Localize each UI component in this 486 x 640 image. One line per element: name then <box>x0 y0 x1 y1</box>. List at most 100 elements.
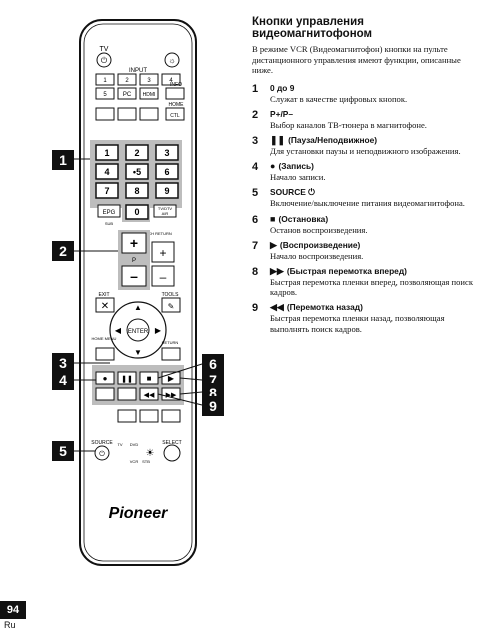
digit-label: •5 <box>133 167 141 177</box>
digit-label: 4 <box>104 167 109 177</box>
enter-button <box>126 318 150 342</box>
item-number: 9 <box>252 302 259 315</box>
svg-text:⏻: ⏻ <box>101 56 108 65</box>
item-title-row: ■(Остановка) <box>270 214 478 225</box>
digit-button[interactable] <box>95 182 119 199</box>
tv-label: TV <box>100 46 109 53</box>
source-led-icon: ☀ <box>146 448 155 459</box>
digit-label: 6 <box>164 167 169 177</box>
digit-button[interactable] <box>125 144 149 161</box>
input-key-2[interactable] <box>117 73 137 86</box>
epg-button <box>97 204 121 218</box>
item-number: 7 <box>252 239 259 252</box>
view-button <box>117 107 137 121</box>
digit-button[interactable] <box>95 144 119 161</box>
svg-text:HDMI: HDMI <box>143 92 156 98</box>
section-heading: Кнопки управления видеомагнитофоном <box>252 16 373 40</box>
item-title-row: ▶▶(Быстрая перемотка вперед) <box>270 266 478 277</box>
callout-5: 5 <box>52 441 74 461</box>
home-label: HOME <box>169 102 185 108</box>
input-key-6[interactable] <box>117 87 137 100</box>
pause-button <box>117 371 137 385</box>
prev-button <box>95 387 115 401</box>
item-description: Для установки паузы и неподвижного изобр… <box>270 145 461 156</box>
item-title: (Остановка) <box>278 213 329 224</box>
digit-label: 8 <box>134 186 139 196</box>
svg-text:–: – <box>160 270 167 284</box>
return-button <box>161 347 181 361</box>
source-power-button <box>94 445 110 461</box>
svg-text:☼: ☼ <box>168 56 175 65</box>
item-title-row: ◀◀(Перемотка назад) <box>270 302 478 313</box>
input-key-5[interactable] <box>95 87 115 100</box>
list-item: 8 ▶▶(Быстрая перемотка вперед)Быстрая пер… <box>252 266 478 297</box>
input-key-4[interactable] <box>161 73 181 86</box>
svg-text:0: 0 <box>134 207 139 217</box>
input-label: INPUT <box>129 68 147 74</box>
input-key-1[interactable] <box>95 73 115 86</box>
digit-button[interactable] <box>125 163 149 180</box>
item-description: Выбор каналов ТВ-тюнера в магнитофоне. <box>270 119 427 130</box>
svg-text:▼: ▼ <box>134 348 142 357</box>
tools-button <box>161 297 181 313</box>
digit-button[interactable] <box>95 163 119 180</box>
item-number: 8 <box>252 265 259 278</box>
home-menu-button <box>95 347 115 361</box>
digit-0-button <box>125 204 149 220</box>
subtitle-button <box>117 409 137 423</box>
item-title-row: ●(Запись) <box>270 161 478 172</box>
item-title: (Пауза/Неподвижное) <box>288 134 378 145</box>
digit-button[interactable] <box>155 182 179 199</box>
callout-2: 2 <box>52 241 74 261</box>
info-label: INFO <box>170 82 182 88</box>
svg-text:●: ● <box>103 374 108 383</box>
list-item: 6■(Остановка)Останов воспроизведения. <box>252 214 478 235</box>
svg-text:DVD: DVD <box>130 442 139 447</box>
item-glyph-icon: ❚❚ <box>270 134 286 145</box>
digit-label: 2 <box>134 148 139 158</box>
audio-button <box>139 409 159 423</box>
input-key-3[interactable] <box>139 73 159 86</box>
item-title: SOURCE ⏻ <box>270 187 315 198</box>
item-description: Быстрая перемотка пленки вперед, позволя… <box>270 276 474 298</box>
svg-text:✎: ✎ <box>168 302 175 311</box>
info-button <box>165 87 185 100</box>
tv-power-button <box>96 52 112 68</box>
item-title: (Запись) <box>278 161 314 172</box>
item-description: Начало воспроизведения. <box>270 250 364 261</box>
program-down-button <box>121 265 147 287</box>
input-key-label: PC <box>123 92 132 98</box>
item-title: (Воспроизведение) <box>279 239 361 250</box>
svg-text:HOME MENU: HOME MENU <box>92 336 117 341</box>
callout-4: 4 <box>52 370 74 390</box>
light-button <box>164 52 180 68</box>
digit-button[interactable] <box>155 163 179 180</box>
callout-9: 9 <box>202 396 224 416</box>
aspect-button <box>95 107 115 121</box>
svg-text:STB: STB <box>142 459 150 464</box>
digit-button[interactable] <box>155 144 179 161</box>
item-description: Начало записи. <box>270 172 326 183</box>
svg-text:⏻: ⏻ <box>99 450 105 458</box>
digit-label: 9 <box>164 186 169 196</box>
item-title: (Перемотка назад) <box>286 302 363 313</box>
item-number: 4 <box>252 161 259 174</box>
item-title-row: ▶(Воспроизведение) <box>270 240 478 251</box>
svg-text:+: + <box>159 246 166 260</box>
item-description: Останов воспроизведения. <box>270 224 368 235</box>
svg-text:TV/DTV: TV/DTV <box>158 206 173 211</box>
callout-3: 3 <box>52 353 74 373</box>
input-key-label: 4 <box>169 78 173 84</box>
hdmi-button <box>139 87 159 100</box>
svg-text:TOOLS: TOOLS <box>162 292 180 298</box>
digit-button[interactable] <box>125 182 149 199</box>
svg-text:–: – <box>130 268 138 284</box>
next-button <box>117 387 137 401</box>
volume-up-button <box>151 241 175 263</box>
list-item: 7 ▶(Воспроизведение)Начало воспроизведени… <box>252 240 478 261</box>
svg-text:EXIT: EXIT <box>98 292 109 298</box>
